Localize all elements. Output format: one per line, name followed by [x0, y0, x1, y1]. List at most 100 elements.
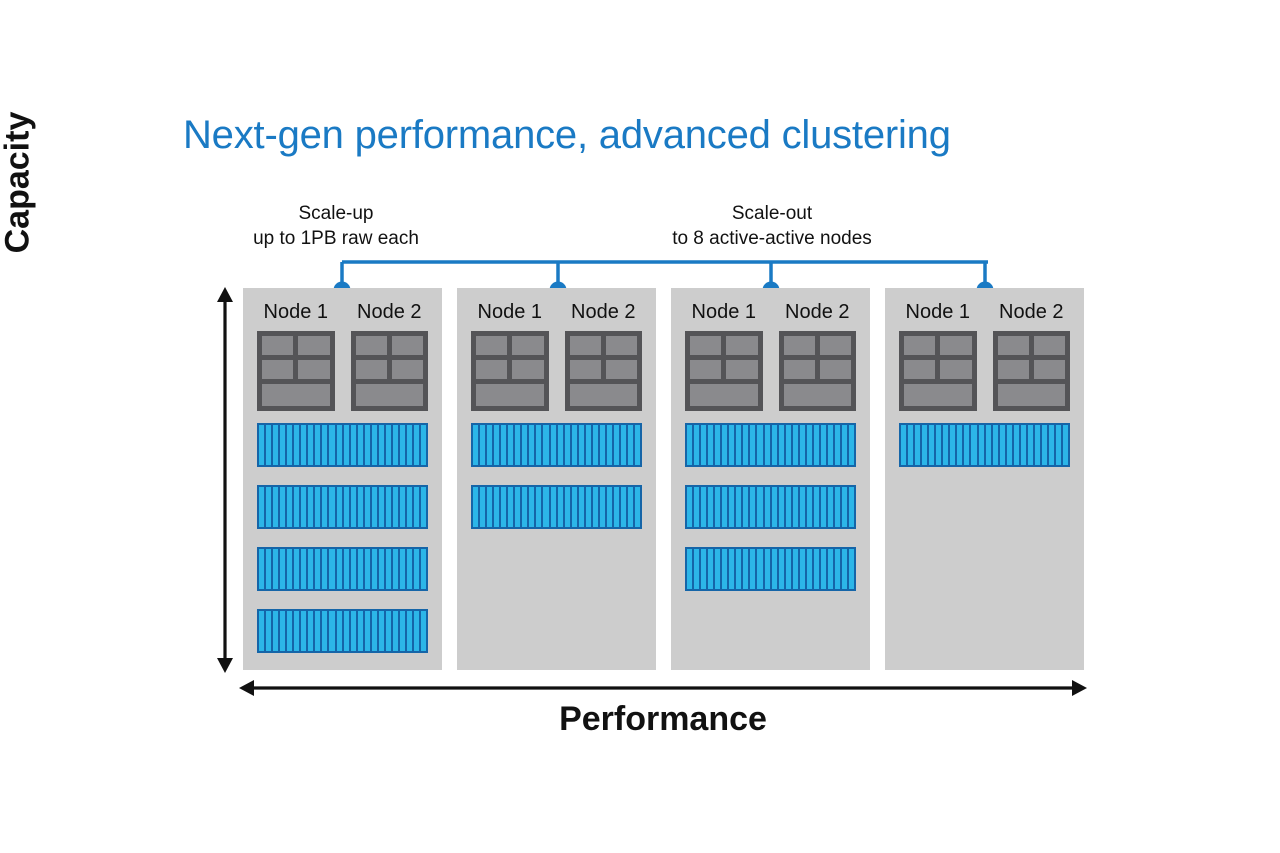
- drive-slot: [308, 611, 316, 651]
- drive-slot: [393, 487, 400, 527]
- drive-slot: [351, 611, 358, 651]
- drive-slot: [393, 549, 400, 589]
- drive-shelf[interactable]: [899, 423, 1070, 467]
- performance-axis-arrow: [239, 680, 1087, 696]
- node-module-column: [904, 336, 936, 380]
- drive-slot: [365, 549, 372, 589]
- drive-slot: [266, 611, 274, 651]
- drive-slot: [508, 425, 516, 465]
- node-module-cell: [569, 360, 601, 380]
- drive-slot: [259, 487, 267, 527]
- drive-slot: [828, 425, 835, 465]
- node-module-2[interactable]: [992, 331, 1070, 411]
- drive-slot: [786, 549, 793, 589]
- drive-slot: [1035, 425, 1042, 465]
- drive-shelf[interactable]: [471, 485, 642, 529]
- drive-slot: [280, 425, 288, 465]
- node-module-column: [298, 336, 330, 380]
- drive-slot: [765, 487, 772, 527]
- node-module-2[interactable]: [778, 331, 856, 411]
- drive-shelf[interactable]: [257, 485, 428, 529]
- drive-slot: [964, 425, 972, 465]
- drive-slot: [814, 549, 821, 589]
- drive-slot: [487, 425, 495, 465]
- drive-slot: [1063, 425, 1068, 465]
- drive-slot: [729, 425, 737, 465]
- capacity-axis-label: Capacity: [0, 111, 37, 254]
- drive-slot: [614, 487, 621, 527]
- drive-slot: [757, 425, 765, 465]
- drive-slot: [842, 425, 850, 465]
- drive-slot: [287, 425, 295, 465]
- drive-slot: [365, 487, 372, 527]
- drive-shelf[interactable]: [685, 547, 856, 591]
- drive-shelf[interactable]: [685, 423, 856, 467]
- drive-slot: [287, 611, 295, 651]
- drive-slot: [393, 611, 400, 651]
- drive-slot: [407, 549, 415, 589]
- drive-slot: [628, 487, 636, 527]
- drive-slot: [628, 425, 636, 465]
- drive-slot: [337, 549, 344, 589]
- drive-slot: [558, 487, 565, 527]
- drive-shelf[interactable]: [257, 609, 428, 653]
- drive-slot: [600, 487, 607, 527]
- node-module-column: [355, 336, 387, 380]
- drive-slot: [407, 611, 415, 651]
- drive-slot: [1042, 425, 1049, 465]
- node-module-wide-cell: [262, 384, 330, 406]
- node-module-cell: [1033, 360, 1065, 380]
- drive-slot: [901, 425, 909, 465]
- drive-slot: [421, 611, 426, 651]
- drive-slot: [494, 487, 502, 527]
- drive-shelf[interactable]: [471, 423, 642, 467]
- node-module-1[interactable]: [899, 331, 977, 411]
- drive-slot: [480, 487, 488, 527]
- drive-slot: [835, 425, 843, 465]
- node-module-2[interactable]: [564, 331, 642, 411]
- node-label-2: Node 2: [357, 301, 422, 323]
- drive-slot: [400, 487, 407, 527]
- drive-slot: [736, 549, 744, 589]
- drive-slot: [480, 425, 488, 465]
- drive-slot: [572, 425, 579, 465]
- performance-axis-label: Performance: [559, 700, 767, 738]
- drive-slot: [708, 425, 716, 465]
- node-module-grid: [997, 336, 1065, 380]
- drive-slot: [722, 549, 730, 589]
- drive-slot: [614, 425, 621, 465]
- drive-slot: [558, 425, 565, 465]
- node-module-cell: [819, 336, 851, 356]
- node-module-2[interactable]: [350, 331, 428, 411]
- node-module-column: [819, 336, 851, 380]
- drive-slot: [821, 425, 828, 465]
- drive-slot: [694, 549, 702, 589]
- drive-shelf-stack: [671, 411, 870, 591]
- drive-slot: [551, 425, 558, 465]
- drive-shelf[interactable]: [685, 485, 856, 529]
- node-module-1[interactable]: [685, 331, 763, 411]
- drive-slot: [400, 425, 407, 465]
- drive-slot: [1056, 425, 1064, 465]
- drive-slot: [849, 487, 854, 527]
- drive-slot: [273, 611, 281, 651]
- drive-slot: [358, 425, 365, 465]
- node-module-1[interactable]: [257, 331, 335, 411]
- node-module-1[interactable]: [471, 331, 549, 411]
- node-module-row: [243, 325, 442, 411]
- node-module-cell: [262, 360, 294, 380]
- node-module-cell: [1033, 336, 1065, 356]
- drive-shelf[interactable]: [257, 547, 428, 591]
- node-module-column: [569, 336, 601, 380]
- performance-arrow-left: [239, 680, 254, 696]
- drive-shelf[interactable]: [257, 423, 428, 467]
- performance-arrow-right: [1072, 680, 1087, 696]
- drive-slot: [565, 425, 572, 465]
- drive-slot: [701, 487, 709, 527]
- node-module-column: [512, 336, 544, 380]
- drive-slot: [979, 425, 986, 465]
